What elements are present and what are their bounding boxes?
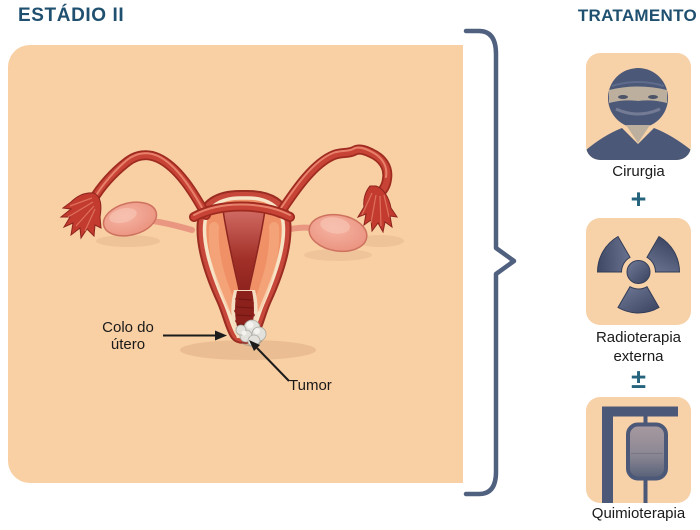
uterus-illustration [59,144,404,382]
radiation-icon [597,235,680,314]
ground-shadow [96,235,404,360]
treatment-item-radiotherapy [586,218,691,325]
treatment-item-surgery [586,53,691,160]
treatment-item-chemotherapy [586,397,691,503]
cervix-label: Colo do útero [86,319,170,353]
ovary-left [102,201,158,237]
iv-drip-icon [602,406,678,503]
tube-band-over-fundus [189,201,295,222]
fallopian-tube-right [275,144,393,218]
plus-minus-operator: ± [631,364,646,394]
fallopian-tube-left [88,150,211,220]
surgeon-icon [586,68,691,160]
cervix-arrow [163,330,227,341]
treatment-label-surgery: Cirurgia [612,163,665,180]
plus-operator: + [630,184,647,214]
stage-title: ESTÁDIO II [18,5,125,26]
tumor-arrow [249,340,290,382]
fimbriae-right [356,185,399,234]
ovary-right [308,213,368,253]
cervix-label-line1: Colo do [102,319,154,336]
tumor-label: Tumor [289,377,332,394]
treatment-label-radiotherapy: Radioterapia externa [595,329,682,365]
curly-brace-icon [463,28,517,497]
treatment-label-chemotherapy: Quimioterapia [591,505,686,522]
fimbriae-left [59,192,102,240]
treatment-heading: TRATAMENTO [577,6,697,25]
cervix-label-line2: útero [110,336,146,353]
